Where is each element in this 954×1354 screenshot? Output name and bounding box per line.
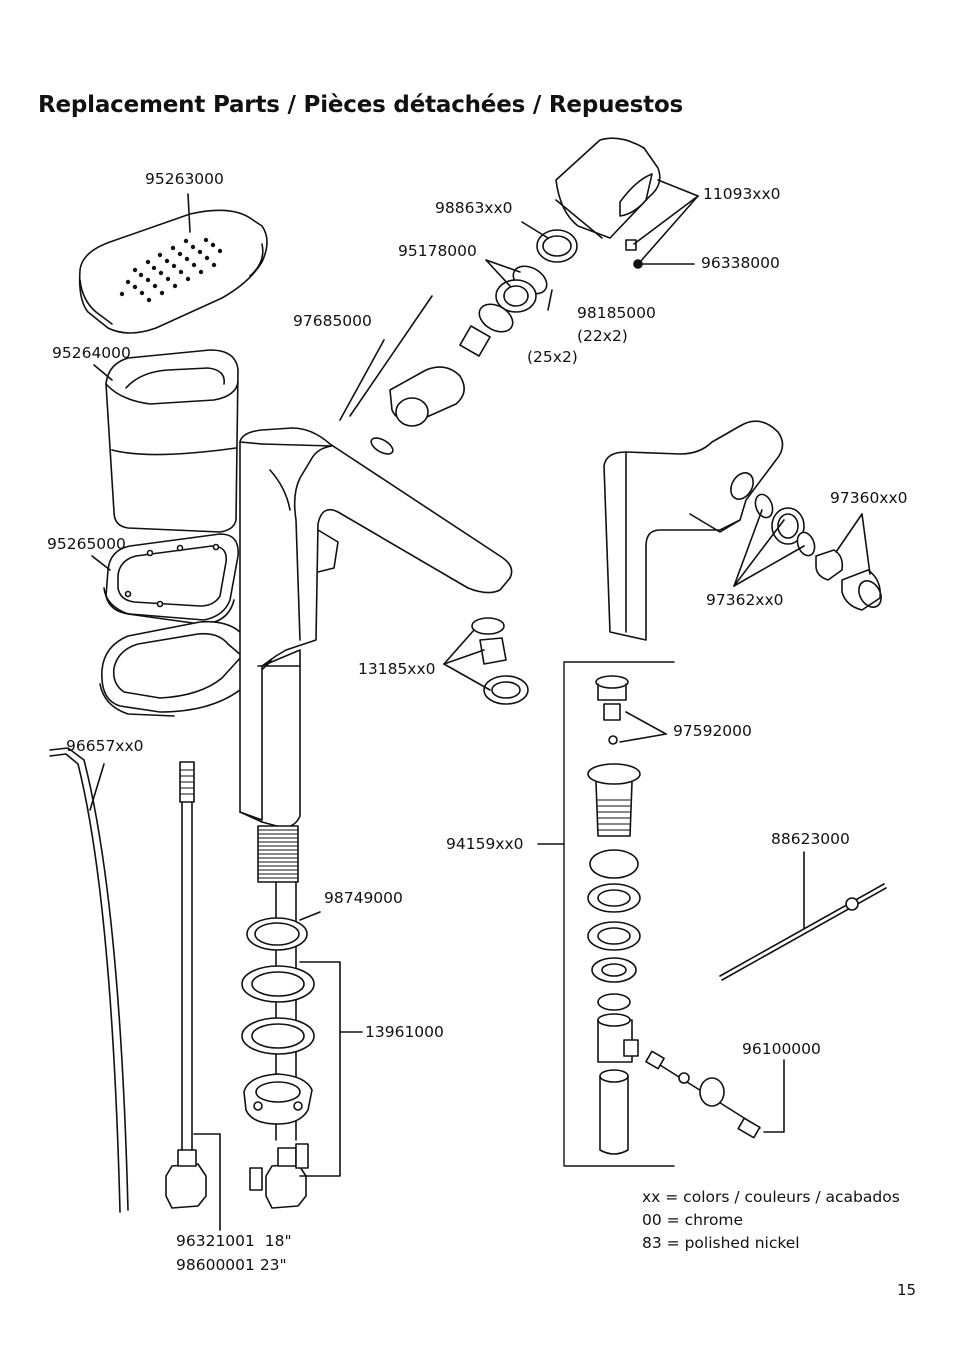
- label-98863xx0: 98863xx0: [435, 199, 513, 217]
- label-size-25x2: (25x2): [527, 348, 578, 366]
- legend-line-1: xx = colors / couleurs / acabados: [642, 1188, 900, 1206]
- holder-ring: [91, 533, 239, 625]
- label-hose-23: 98600001 23": [176, 1256, 287, 1274]
- label-95264000: 95264000: [52, 344, 131, 362]
- label-95263000: 95263000: [145, 170, 224, 188]
- label-88623000: 88623000: [771, 830, 850, 848]
- page-number: 15: [897, 1281, 917, 1299]
- legend-line-2: 00 = chrome: [642, 1211, 744, 1229]
- spout-assembly: [603, 420, 882, 641]
- label-97685000: 97685000: [293, 312, 372, 330]
- color-legend: xx = colors / couleurs / acabados 00 = c…: [642, 1186, 900, 1255]
- pivot-rod: [719, 851, 887, 981]
- drain-assembly: [537, 661, 675, 1167]
- label-98749000: 98749000: [324, 889, 403, 907]
- soap-dish-lid: [78, 193, 268, 334]
- pivot-assembly: [645, 1050, 785, 1139]
- legend-line-3: 83 = polished nickel: [642, 1234, 800, 1252]
- cartridge-group: [339, 137, 699, 455]
- mounting-washers: [241, 911, 321, 1125]
- lift-rod: [49, 747, 129, 1213]
- label-11093xx0: 11093xx0: [703, 185, 781, 203]
- flex-hose: [179, 761, 195, 1151]
- soap-dish-bowl: [93, 349, 239, 533]
- hose-end-nuts: [165, 1133, 309, 1231]
- faucet-body: [239, 427, 513, 829]
- label-95265000: 95265000: [47, 535, 126, 553]
- label-97592000: 97592000: [673, 722, 752, 740]
- label-98185000: 98185000: [577, 304, 656, 322]
- leader-13961000: [299, 961, 363, 1177]
- label-13185xx0: 13185xx0: [358, 660, 436, 678]
- label-94159xx0: 94159xx0: [446, 835, 524, 853]
- label-96100000: 96100000: [742, 1040, 821, 1058]
- label-hose-18: 96321001 18": [176, 1232, 292, 1250]
- label-98185000-size: (22x2): [577, 327, 628, 345]
- aerator: [443, 617, 529, 705]
- label-96657xx0: 96657xx0: [66, 737, 144, 755]
- label-97360xx0: 97360xx0: [830, 489, 908, 507]
- label-95178000: 95178000: [398, 242, 477, 260]
- label-13961000: 13961000: [365, 1023, 444, 1041]
- label-96338000: 96338000: [701, 254, 780, 272]
- page-title: Replacement Parts / Pièces détachées / R…: [38, 92, 684, 118]
- label-97362xx0: 97362xx0: [706, 591, 784, 609]
